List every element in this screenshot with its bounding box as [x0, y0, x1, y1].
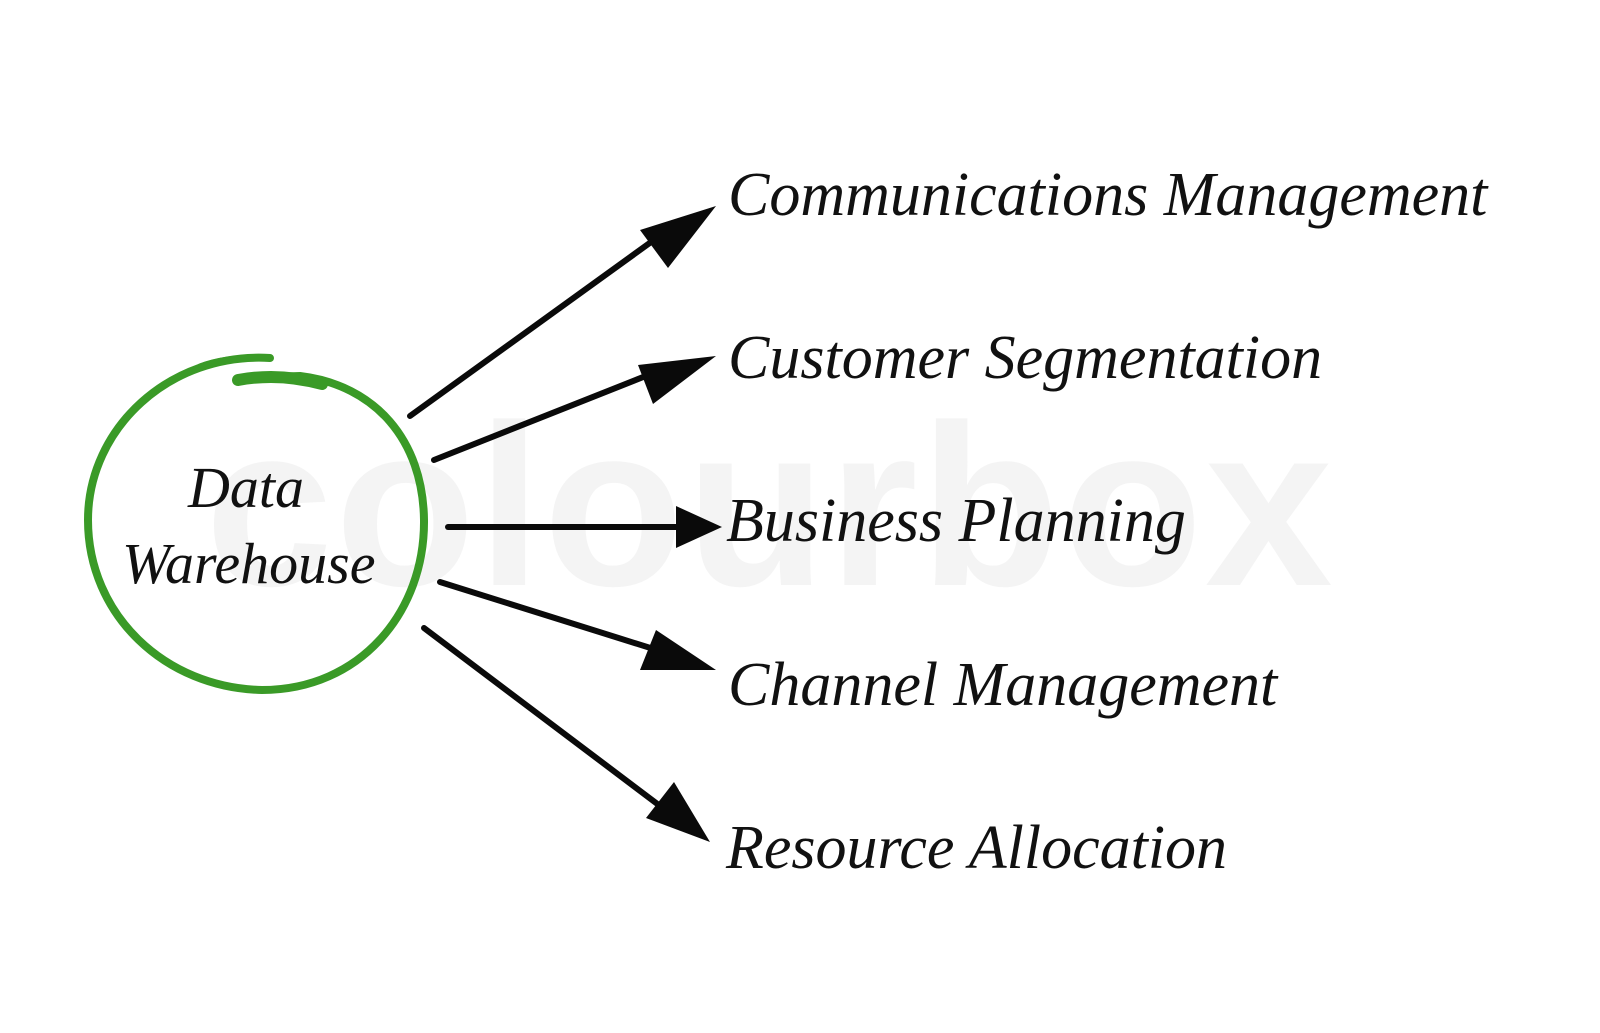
item-label-resource-allocation: Resource Allocation [725, 814, 1227, 882]
arrow-1 [407, 206, 716, 419]
center-label-line1: Data [187, 455, 304, 520]
center-label-line2: Warehouse [122, 531, 375, 596]
item-label-channel-management: Channel Management [728, 651, 1279, 719]
item-label-business-planning: Business Planning [726, 487, 1186, 555]
center-circle [83, 353, 429, 695]
item-label-customer-segmentation: Customer Segmentation [728, 324, 1322, 392]
arrow-4 [437, 579, 716, 670]
arrow-5 [421, 625, 710, 842]
arrow-3 [445, 506, 722, 548]
item-label-communications-management: Communications Management [728, 161, 1489, 229]
arrow-2 [431, 356, 716, 463]
